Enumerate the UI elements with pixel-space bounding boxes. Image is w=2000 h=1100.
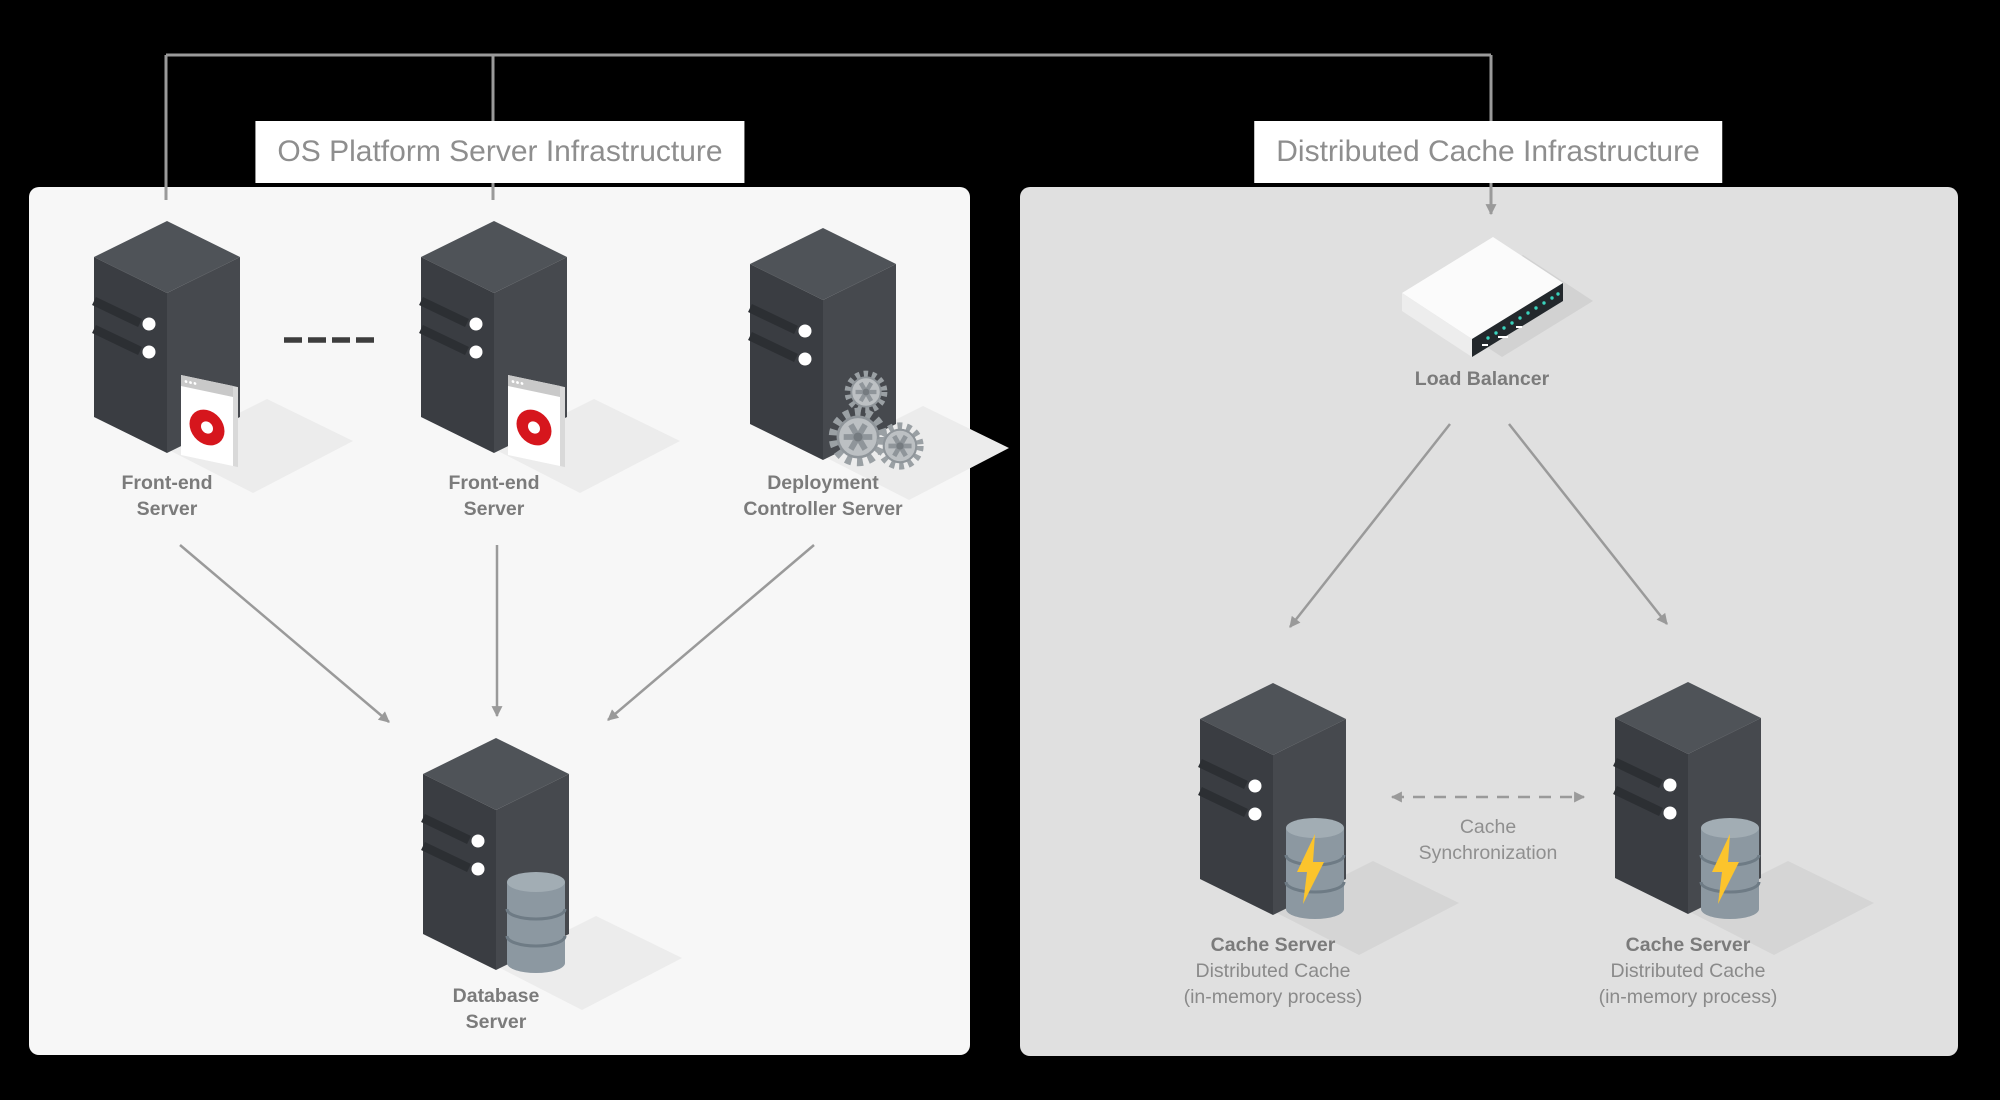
- database-server: [423, 738, 682, 1010]
- left-panel-title: OS Platform Server Infrastructure: [255, 121, 745, 183]
- deployment-controller-server: [750, 228, 1009, 500]
- cache-right-label: Cache Server Distributed Cache (in-memor…: [1598, 934, 1778, 1008]
- load-balancer-arrows: [1289, 423, 1668, 628]
- software-disc-icon: [508, 375, 565, 468]
- software-disc-icon: [181, 375, 238, 468]
- frontend2-label: Front-end Server: [448, 472, 540, 520]
- frontend1-label: Front-end Server: [121, 472, 213, 520]
- arrow-lb-to-cache-left: [1289, 423, 1451, 628]
- load-balancer-label: Load Balancer: [1414, 368, 1550, 390]
- cache-server-right: [1615, 682, 1874, 955]
- arrow-deployment-to-database: [607, 544, 815, 721]
- arrow-lb-to-cache-right: [1508, 423, 1668, 625]
- deployment-label: Deployment Controller Server: [743, 472, 903, 520]
- cache-left-label: Cache Server Distributed Cache (in-memor…: [1183, 934, 1363, 1008]
- cache-sync-label: Cache Synchronization: [1418, 816, 1558, 864]
- arrow-frontend1-to-database: [179, 544, 390, 723]
- database-cylinder-icon: [505, 870, 567, 975]
- right-panel-title: Distributed Cache Infrastructure: [1254, 121, 1722, 183]
- frontend-server-2: [421, 221, 680, 493]
- cache-bolt-cylinder-icon: [1284, 816, 1346, 921]
- frontend-server-1: [94, 221, 353, 493]
- load-balancer-device: [1402, 237, 1593, 357]
- database-arrows: [179, 544, 815, 723]
- cache-bolt-cylinder-icon: [1699, 816, 1761, 921]
- port-leds-icon: [1482, 292, 1560, 346]
- database-label: Database Server: [452, 985, 540, 1033]
